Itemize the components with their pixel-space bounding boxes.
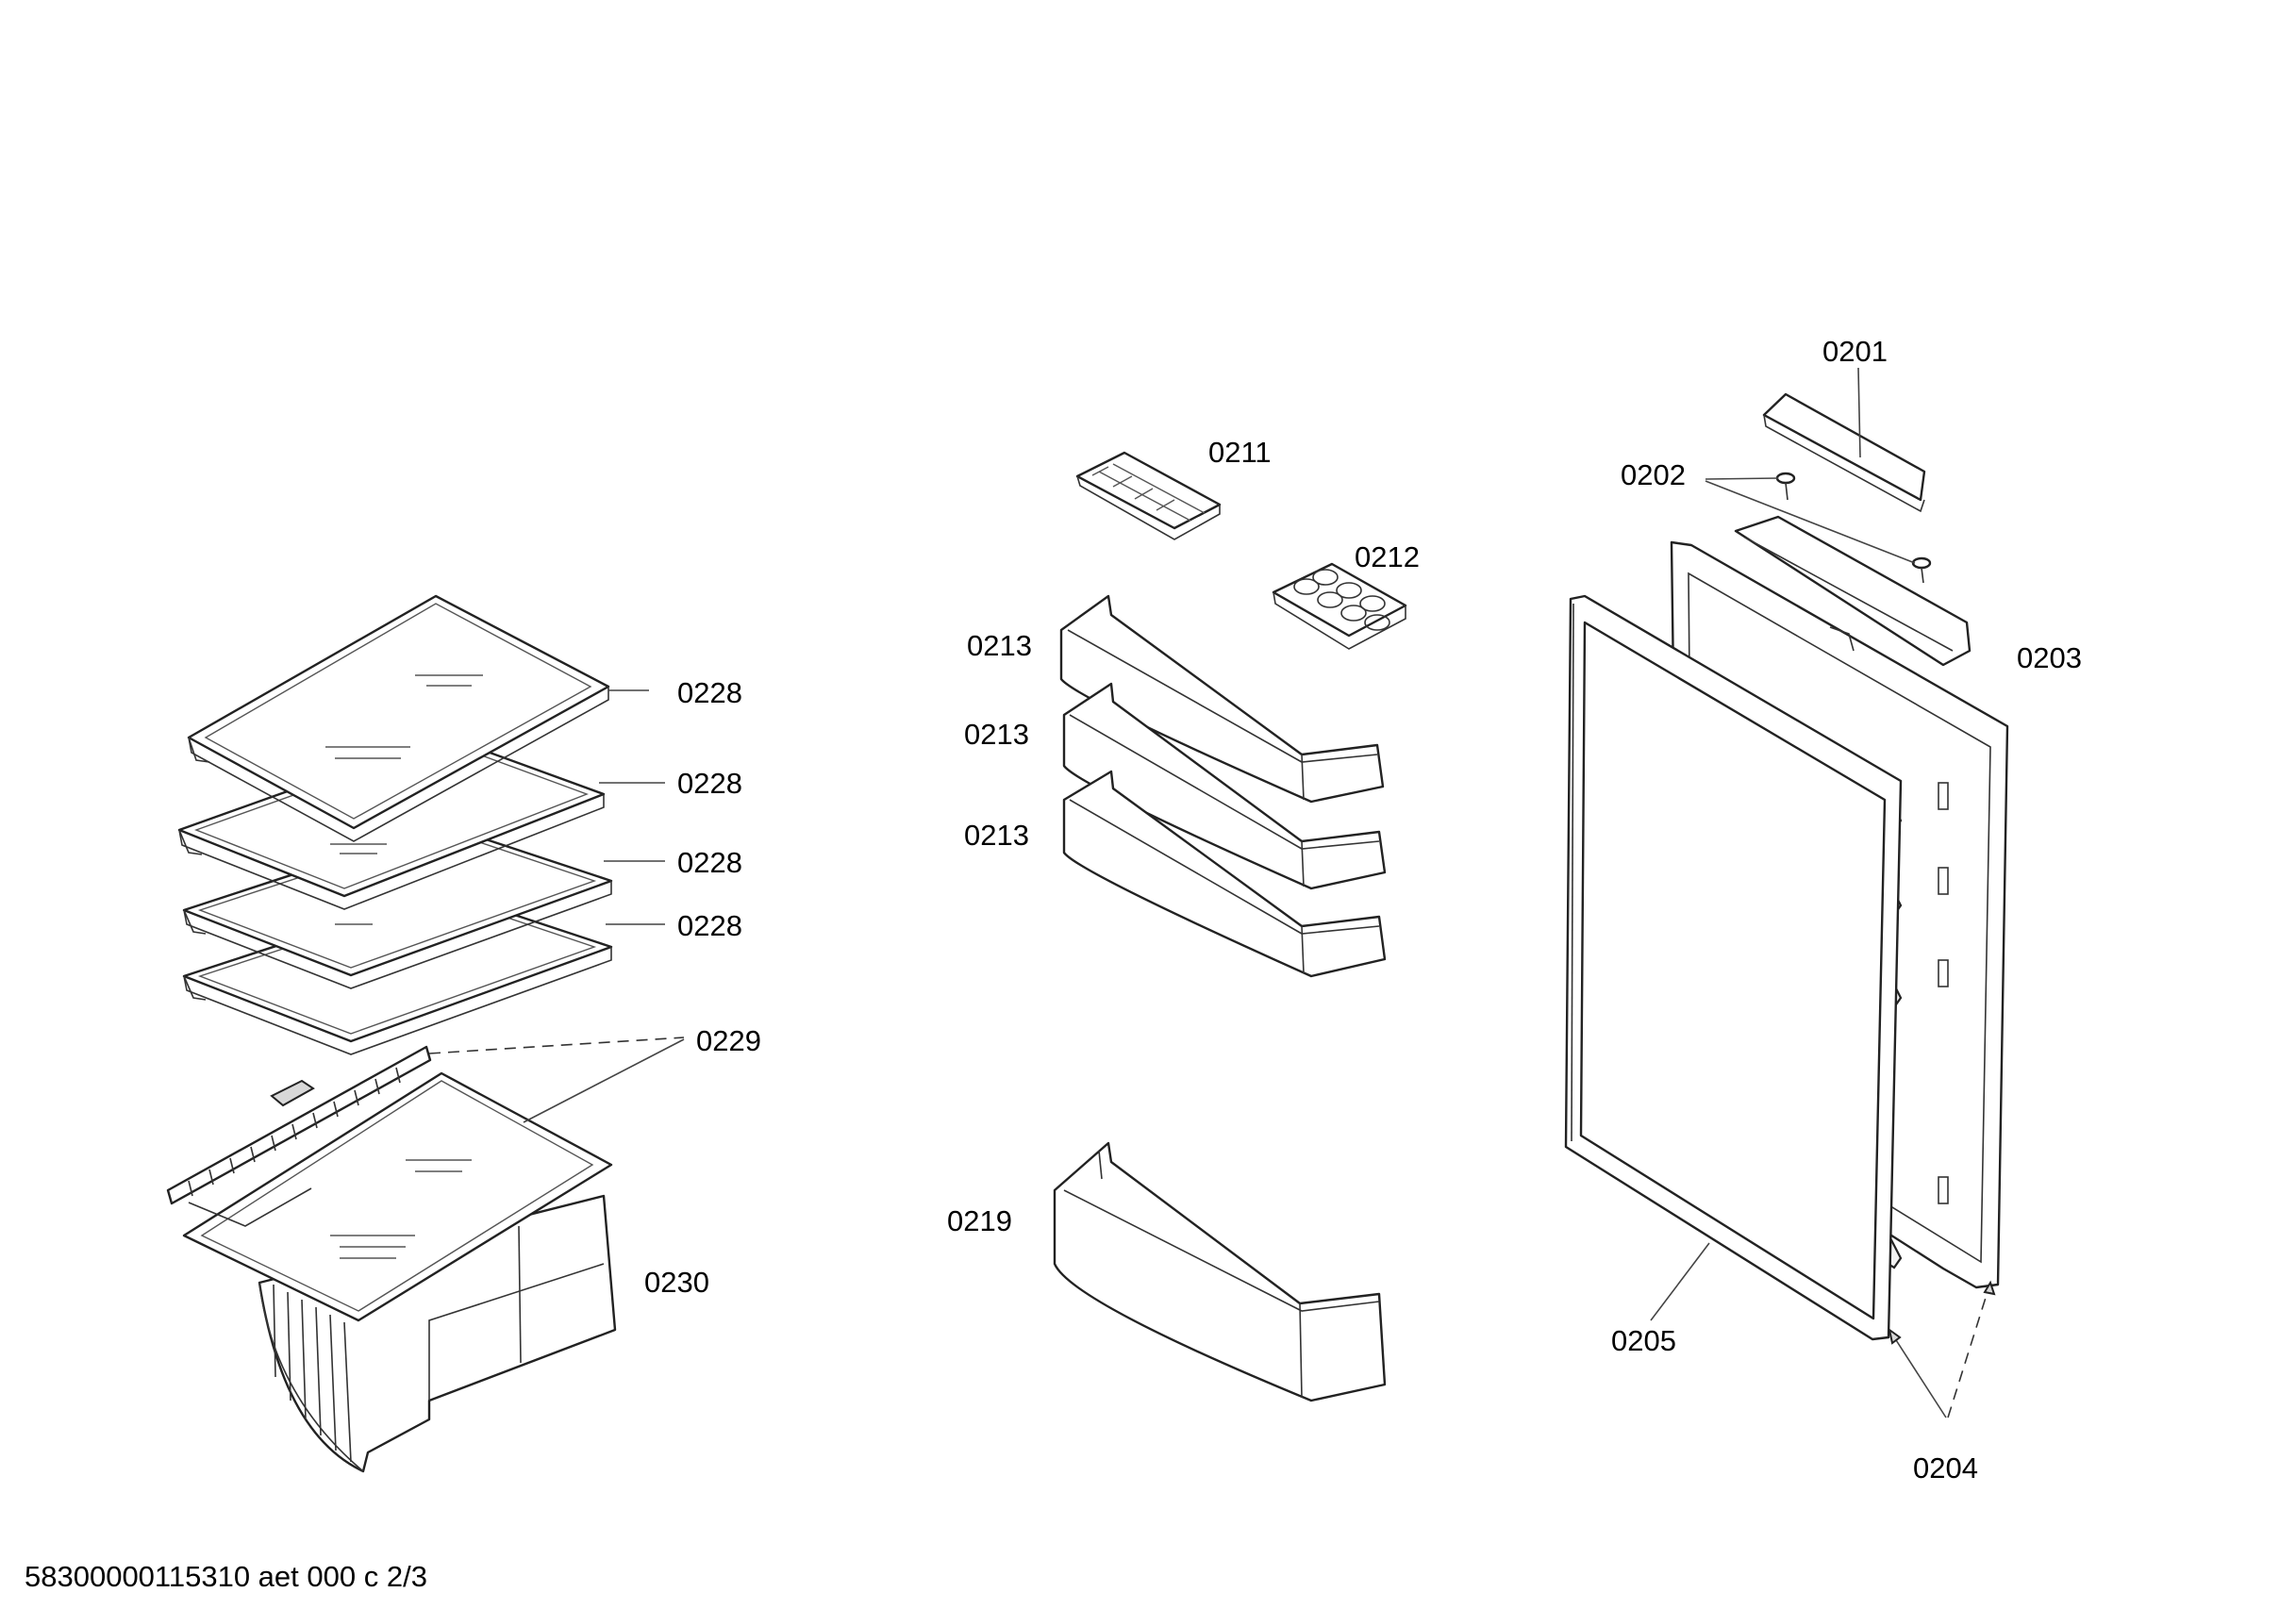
ice-cube-tray	[1075, 451, 1222, 540]
label-0228-3: 0228	[677, 846, 742, 879]
label-0230: 0230	[644, 1266, 709, 1299]
label-0229: 0229	[696, 1024, 761, 1057]
label-0213-top: 0213	[967, 629, 1032, 662]
door-bin-1	[1059, 594, 1385, 804]
door-gasket	[1564, 594, 1903, 1341]
label-0219: 0219	[947, 1204, 1012, 1237]
label-0213-middle: 0213	[964, 718, 1029, 751]
door-bin-3	[1062, 770, 1387, 978]
leader-0201	[1857, 367, 1861, 458]
label-0211: 0211	[1208, 436, 1272, 469]
leader-0202	[1705, 477, 1779, 480]
label-0228-1: 0228	[677, 676, 742, 709]
label-0228-2: 0228	[677, 767, 742, 800]
door-handle-cover	[1762, 392, 1926, 513]
label-0204: 0204	[1913, 1451, 1978, 1485]
leader-0202-b	[1705, 480, 1916, 564]
rail-clip-0229	[270, 1079, 315, 1107]
screw-2	[1911, 556, 1932, 584]
label-0201: 0201	[1822, 335, 1888, 368]
leader-0205	[1650, 1242, 1710, 1321]
egg-tray	[1272, 562, 1407, 650]
leader-0204-a	[1888, 1329, 1947, 1418]
glass-shelf-bottom	[182, 1071, 613, 1322]
bottle-rack	[1053, 1141, 1387, 1402]
shelf-rail-0229	[166, 1045, 432, 1227]
label-0213-bottom: 0213	[964, 819, 1029, 852]
label-0202: 0202	[1621, 458, 1686, 491]
label-0205: 0205	[1611, 1324, 1676, 1357]
leader-0204-b	[1947, 1282, 1991, 1418]
arrowhead-0204-a	[1888, 1327, 1902, 1345]
document-code: 58300000115310 aet 000 c 2/3	[25, 1560, 427, 1593]
leader-0229-dashed	[428, 1037, 685, 1054]
leader-0229	[523, 1038, 685, 1123]
door-bin-2	[1062, 682, 1387, 890]
label-0212: 0212	[1355, 540, 1420, 573]
hinge-plate	[1734, 515, 1972, 667]
arrowhead-0204-b	[1983, 1280, 1996, 1296]
screw-1	[1775, 472, 1796, 501]
label-0203: 0203	[2017, 641, 2082, 674]
glass-shelf-1	[187, 594, 610, 842]
label-0228-4: 0228	[677, 909, 742, 942]
